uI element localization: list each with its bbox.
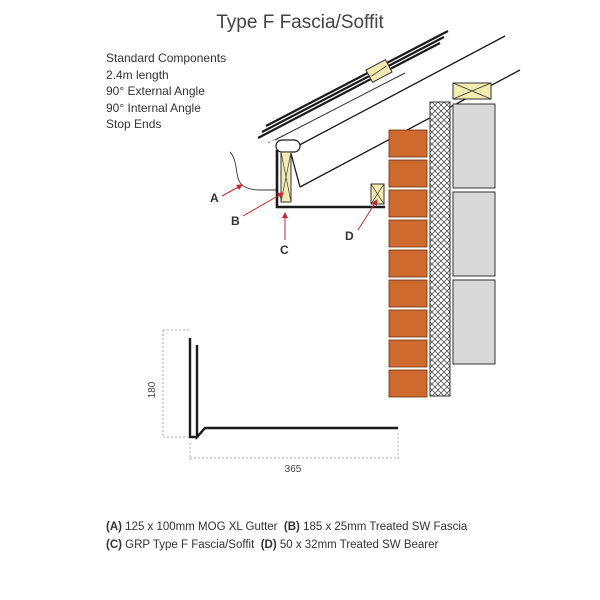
callout-arrows xyxy=(221,184,378,240)
timber-bearer xyxy=(370,183,385,205)
legend-text: 125 x 100mm MOG XL Gutter xyxy=(125,521,278,533)
component-item: 90° Internal Angle xyxy=(106,100,201,115)
callout-c-label: C xyxy=(280,243,289,257)
standard-components-list: Standard Components 2.4m length 90° Exte… xyxy=(106,50,226,133)
brick xyxy=(388,309,428,338)
legend-row: (A) 125 x 100mm MOG XL Gutter (B) 185 x … xyxy=(106,518,467,536)
dimension-width-label: 365 xyxy=(285,464,302,475)
brick xyxy=(388,249,428,278)
brick xyxy=(388,159,428,188)
component-item: 2.4m length xyxy=(106,67,169,82)
gutter-outline xyxy=(229,151,276,191)
component-legend: (A) 125 x 100mm MOG XL Gutter (B) 185 x … xyxy=(106,518,467,554)
callout-b-label: B xyxy=(231,214,240,228)
inner-block-leaf xyxy=(452,103,496,365)
diagram-title: Type F Fascia/Soffit xyxy=(216,12,384,33)
legend-code: (C) xyxy=(106,539,122,551)
blockwork-layer xyxy=(429,101,451,397)
dimension-lines xyxy=(162,329,399,460)
legend-code: (A) xyxy=(106,521,122,533)
legend-code: (D) xyxy=(260,539,277,551)
components-heading: Standard Components xyxy=(106,51,227,65)
roof-tiles xyxy=(257,30,449,144)
callout-d-label: D xyxy=(345,229,354,243)
timber-blocks xyxy=(365,58,492,100)
legend-text: 185 x 25mm Treated SW Fascia xyxy=(303,521,468,533)
brick xyxy=(388,219,428,248)
legend-code: (B) xyxy=(283,521,300,533)
brick xyxy=(388,339,428,368)
fascia-board xyxy=(275,139,301,203)
brick xyxy=(388,369,428,398)
dimension-height-label: 180 xyxy=(147,381,158,398)
section-profile xyxy=(188,338,398,441)
brick xyxy=(388,129,428,158)
legend-row: (C) GRP Type F Fascia/Soffit (D) 50 x 32… xyxy=(106,536,467,554)
component-item: Stop Ends xyxy=(106,117,162,131)
brick xyxy=(388,279,428,308)
legend-text: 50 x 32mm Treated SW Bearer xyxy=(279,539,439,551)
component-item: 90° External Angle xyxy=(106,84,205,98)
brick-wall xyxy=(388,129,428,398)
brick xyxy=(388,189,428,218)
callout-a-label: A xyxy=(210,191,219,205)
grp-fascia-soffit-profile xyxy=(275,150,385,209)
legend-text: GRP Type F Fascia/Soffit xyxy=(125,539,255,551)
